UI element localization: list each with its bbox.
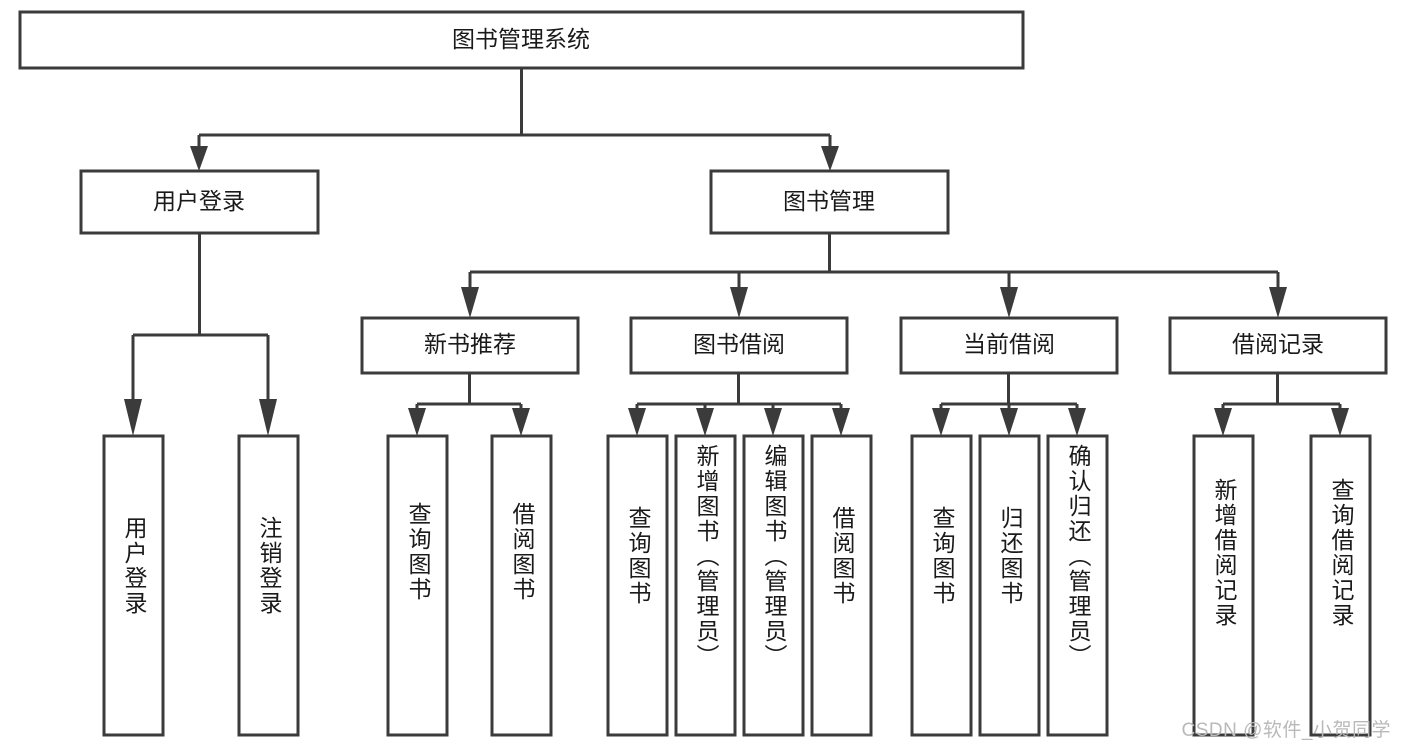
node-leaf-add-book-admin[interactable] (674, 434, 737, 737)
arrowhead-bookborrow-leaf-2 (696, 408, 714, 436)
arrowhead-current-borrow (1000, 287, 1018, 318)
connector-group (124, 68, 1349, 436)
node-borrow-record[interactable] (1168, 316, 1388, 375)
node-book-management[interactable] (709, 169, 950, 235)
node-user-login[interactable] (79, 169, 320, 235)
arrowhead-borrowrecord-leaf-1 (1214, 408, 1232, 436)
arrowhead-borrowrecord-leaf-2 (1331, 408, 1349, 436)
label-root-system: 图书管理系统 (452, 26, 590, 52)
node-leaf-query-borrow-record[interactable] (1309, 434, 1372, 737)
arrowhead-newbook-leaf-1 (408, 408, 426, 436)
horizontal-label-group: 图书管理系统 用户登录 图书管理 新书推荐 图书借阅 当前借阅 借阅记录 (153, 26, 1324, 357)
arrowhead-currentborrow-leaf-2 (1000, 408, 1018, 436)
label-book-management: 图书管理 (783, 188, 875, 214)
arrowhead-bookborrow-leaf-1 (628, 408, 646, 436)
node-leaf-logout[interactable] (237, 434, 300, 737)
node-current-borrow[interactable] (899, 316, 1119, 375)
node-leaf-borrow-book-1[interactable] (490, 434, 553, 737)
node-book-borrow[interactable] (629, 316, 849, 375)
node-leaf-return-book[interactable] (978, 434, 1041, 737)
node-leaf-borrow-book-2[interactable] (810, 434, 873, 737)
label-current-borrow: 当前借阅 (963, 331, 1055, 357)
arrowhead-book-mgmt (821, 146, 839, 171)
arrowhead-currentborrow-leaf-1 (932, 408, 950, 436)
csdn-watermark: CSDN @软件_小贺同学 (1181, 720, 1391, 741)
node-leaf-edit-book-admin[interactable] (742, 434, 805, 737)
arrowhead-currentborrow-leaf-3 (1068, 408, 1086, 436)
arrowhead-leaf-user-login (124, 399, 142, 436)
label-user-login: 用户登录 (153, 188, 245, 214)
node-leaf-add-borrow-record[interactable] (1192, 434, 1255, 737)
node-leaf-query-book-1[interactable] (386, 434, 449, 737)
arrowhead-bookborrow-leaf-3 (764, 408, 782, 436)
label-borrow-record: 借阅记录 (1232, 331, 1324, 357)
label-new-book-recommend: 新书推荐 (424, 331, 516, 357)
arrowhead-newbook-leaf-2 (512, 408, 530, 436)
arrowhead-leaf-logout (259, 399, 277, 436)
node-leaf-user-login[interactable] (102, 434, 165, 737)
node-new-book-recommend[interactable] (360, 316, 580, 375)
node-leaf-query-book-3[interactable] (910, 434, 973, 737)
arrowhead-user-login (190, 146, 208, 171)
node-leaf-confirm-return-admin[interactable] (1046, 434, 1109, 737)
arrowhead-bookborrow-leaf-4 (832, 408, 850, 436)
label-book-borrow: 图书借阅 (693, 331, 785, 357)
arrowhead-new-book (461, 287, 479, 318)
node-box-group (18, 10, 1388, 737)
node-root-system[interactable] (18, 10, 1025, 70)
node-leaf-query-book-2[interactable] (606, 434, 669, 737)
arrowhead-book-borrow (730, 287, 748, 318)
arrowhead-borrow-record (1269, 287, 1287, 318)
